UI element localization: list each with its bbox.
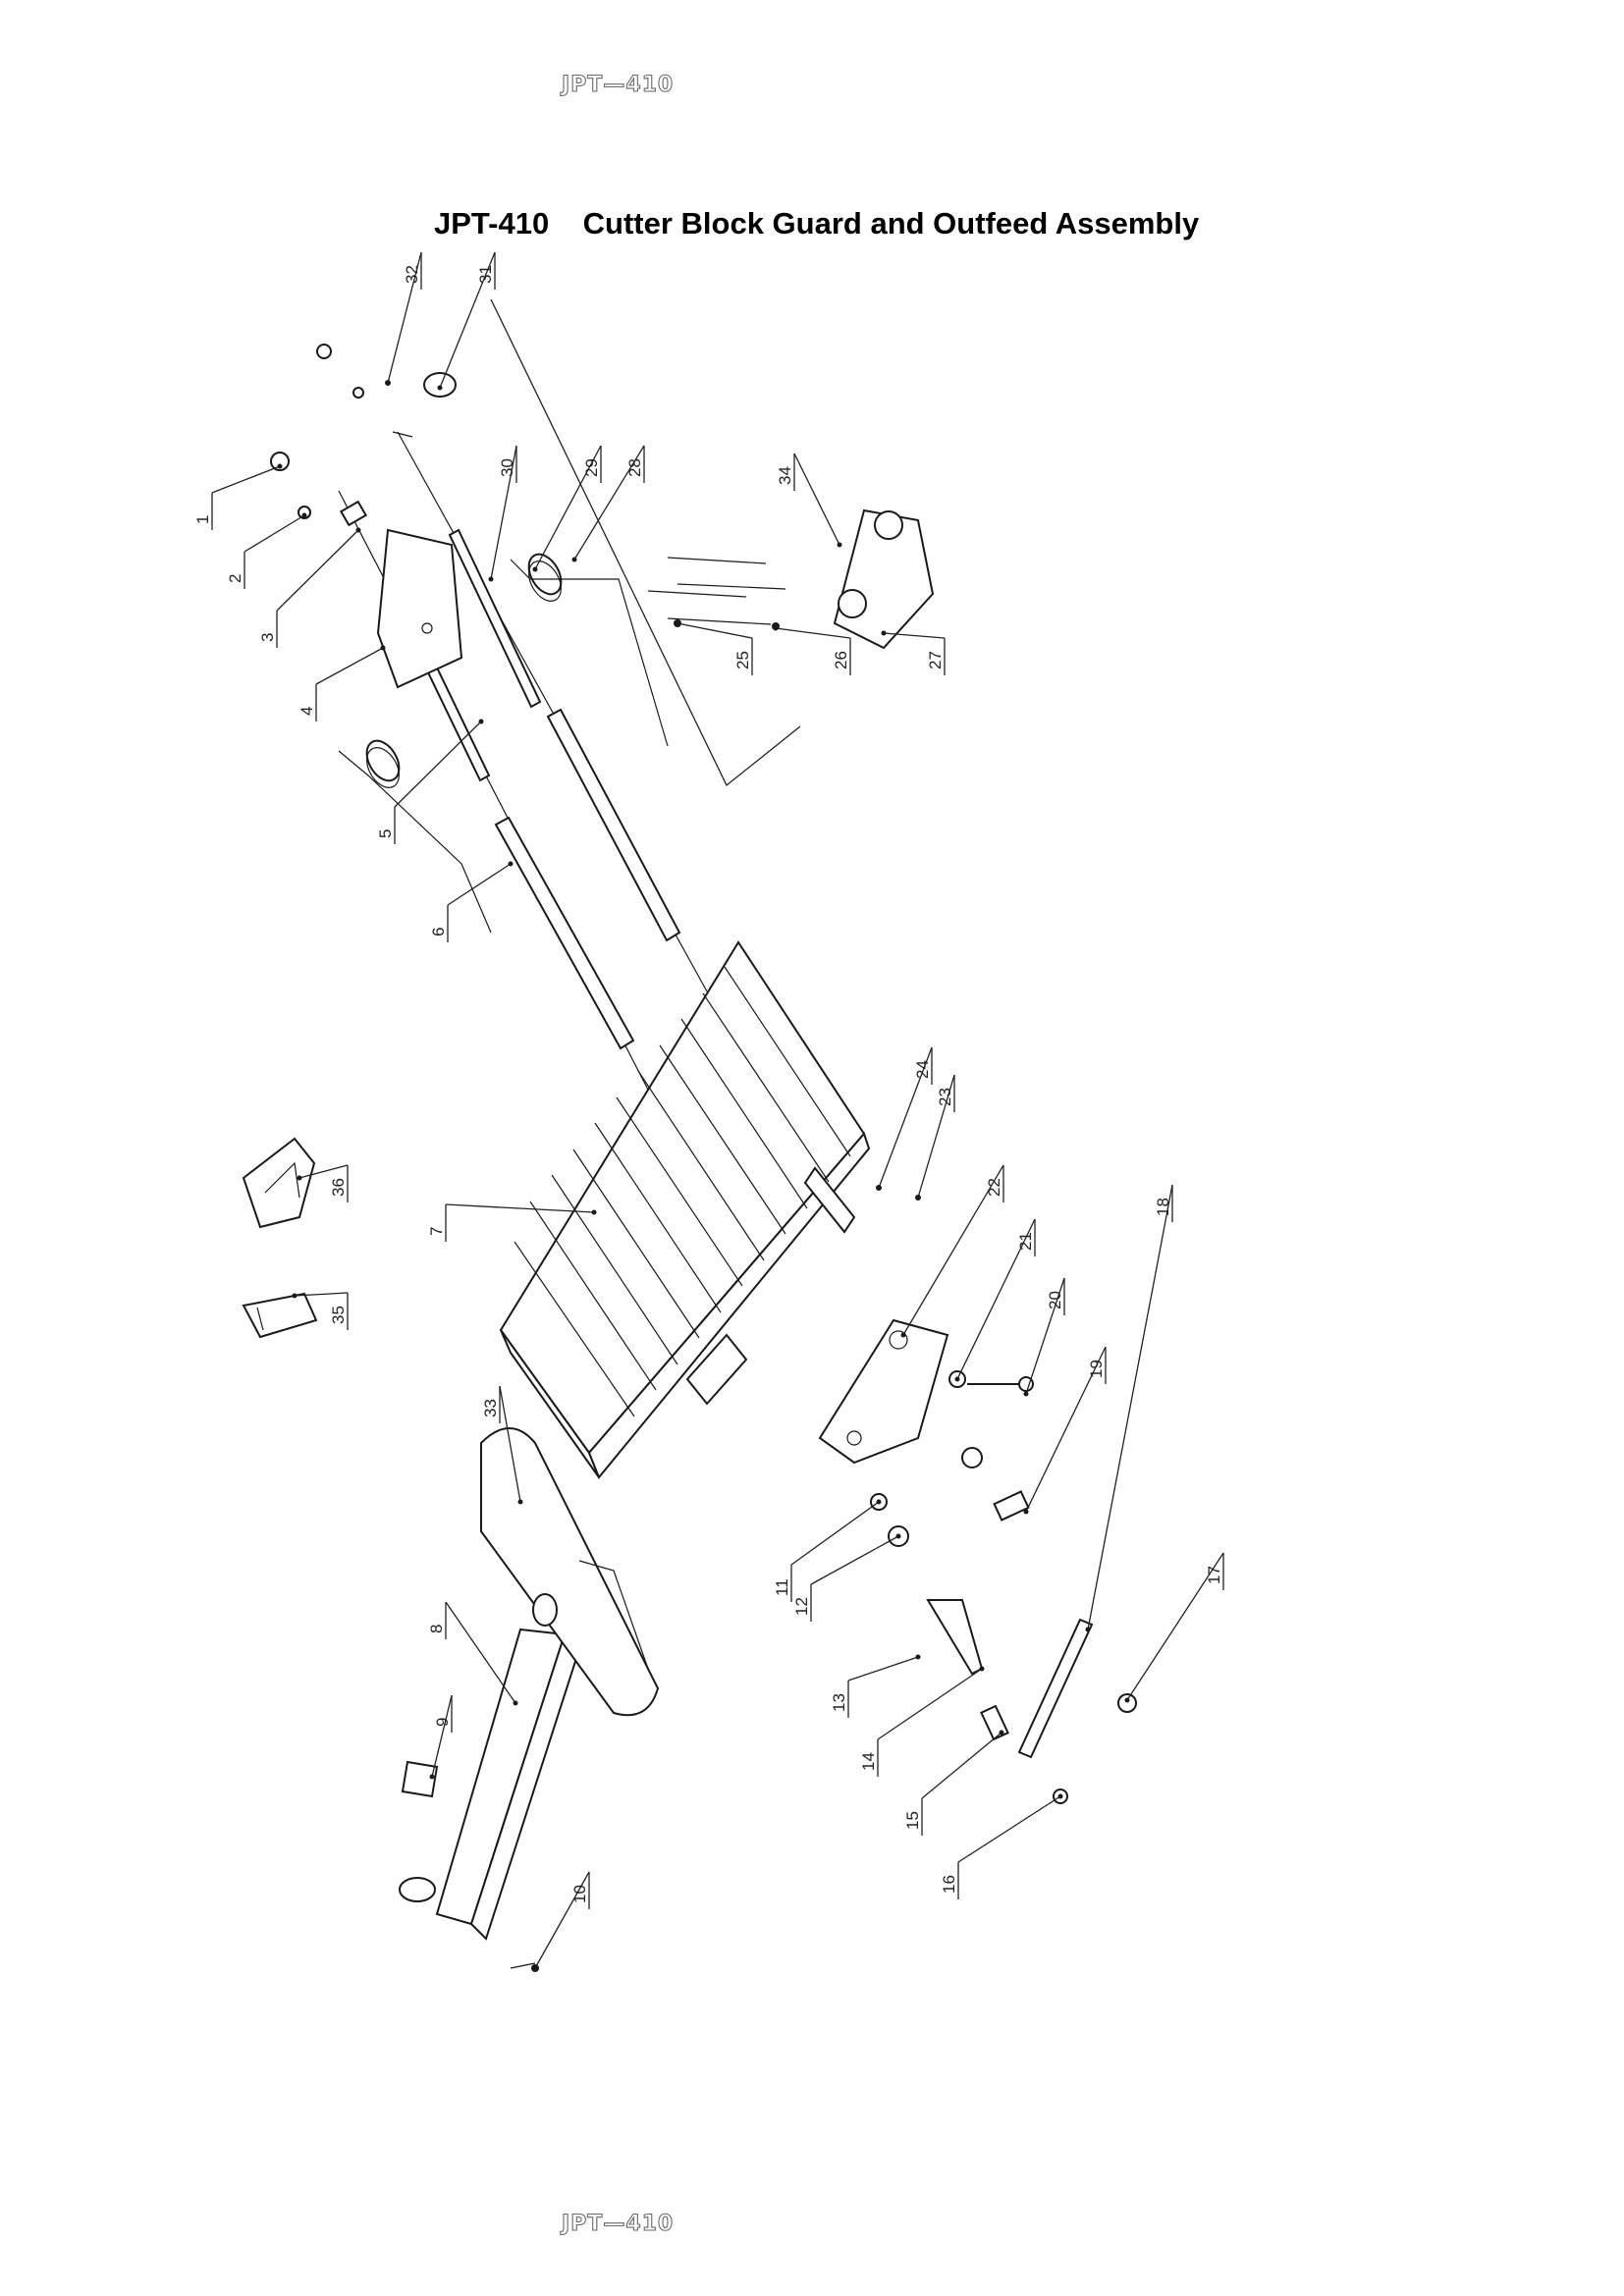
callout-label: 25: [733, 651, 752, 669]
callout-27: 27: [881, 630, 946, 675]
callout-26: 26: [773, 625, 851, 675]
callout-label: 18: [1154, 1198, 1172, 1216]
callout-1: 1: [193, 463, 283, 530]
callout-label: 4: [298, 707, 316, 716]
callout-9: 9: [429, 1694, 453, 1780]
callout-label: 2: [226, 574, 244, 583]
callout-35: 35: [292, 1292, 349, 1330]
callout-19: 19: [1023, 1346, 1107, 1515]
callout-34: 34: [776, 453, 842, 548]
callout-32: 32: [385, 251, 422, 386]
callout-label: 10: [570, 1885, 589, 1903]
callout-36: 36: [297, 1164, 349, 1202]
callout-24: 24: [876, 1046, 933, 1191]
callout-label: 3: [258, 633, 277, 642]
callout-label: 36: [329, 1178, 348, 1197]
callout-label: 31: [476, 265, 495, 284]
linkage-hardware: [870, 1185, 1137, 1804]
callout-label: 29: [582, 458, 601, 477]
callout-15: 15: [903, 1730, 1004, 1836]
callout-label: 16: [940, 1875, 958, 1894]
callout-label: 23: [936, 1088, 954, 1106]
callout-20: 20: [1023, 1277, 1065, 1397]
callout-label: 28: [625, 458, 644, 477]
spring-left: [338, 739, 492, 934]
callout-label: 13: [830, 1693, 848, 1712]
callout-4: 4: [298, 645, 386, 721]
callout-label: 27: [926, 651, 945, 669]
callout-21: 21: [954, 1218, 1036, 1382]
callout-25: 25: [675, 620, 753, 675]
callout-label: 5: [376, 829, 395, 838]
page-title: JPT-410 Cutter Block Guard and Outfeed A…: [434, 206, 1200, 240]
callout-label: 20: [1046, 1291, 1064, 1309]
spare-block: [242, 1292, 318, 1339]
callout-label: 9: [433, 1718, 452, 1727]
table-bracket: [818, 1318, 949, 1465]
callout-label: 14: [859, 1752, 878, 1771]
callout-label: 11: [773, 1578, 791, 1596]
callout-6: 6: [429, 861, 514, 942]
callout-label: 19: [1087, 1360, 1106, 1378]
callout-label: 8: [427, 1625, 446, 1633]
callout-label: 7: [427, 1227, 446, 1236]
part-callouts: 1234567891011121314151617181920212223242…: [193, 251, 1224, 1971]
callout-23: 23: [915, 1074, 955, 1201]
callout-12: 12: [792, 1533, 901, 1622]
top-hardware: [270, 344, 457, 519]
callout-10: 10: [532, 1871, 590, 1971]
callout-label: 30: [498, 458, 516, 477]
callout-14: 14: [859, 1666, 985, 1777]
model-header-top: JPT—410: [561, 72, 675, 97]
guard-bracket: [339, 500, 463, 689]
callout-13: 13: [830, 1654, 921, 1718]
callout-label: 35: [329, 1306, 348, 1324]
outfeed-table: [499, 940, 871, 1479]
callout-22: 22: [900, 1164, 1004, 1338]
guard-arm: [399, 1628, 581, 1972]
callout-18: 18: [1085, 1184, 1173, 1632]
pivot-shaft: [397, 431, 708, 992]
callout-17: 17: [1124, 1552, 1224, 1703]
callout-label: 1: [193, 515, 212, 524]
callout-label: 24: [913, 1060, 932, 1079]
callout-label: 15: [903, 1811, 922, 1830]
callout-label: 12: [792, 1597, 811, 1616]
callout-31: 31: [437, 251, 496, 391]
callout-33: 33: [481, 1385, 523, 1505]
callout-2: 2: [226, 512, 307, 589]
callout-label: 33: [481, 1399, 500, 1417]
callout-label: 21: [1016, 1232, 1035, 1251]
callout-30: 30: [488, 445, 517, 582]
callout-5: 5: [376, 719, 484, 844]
callout-28: 28: [571, 445, 645, 562]
callout-label: 17: [1205, 1566, 1223, 1584]
cutter-guard: [480, 1427, 660, 1717]
callout-label: 26: [832, 651, 850, 669]
push-block: [242, 1137, 316, 1229]
callout-label: 6: [429, 928, 448, 936]
callout-label: 34: [776, 466, 794, 485]
callout-8: 8: [427, 1601, 518, 1706]
model-header-bottom: JPT—410: [561, 2211, 675, 2236]
callout-29: 29: [532, 445, 602, 572]
callout-7: 7: [427, 1203, 597, 1242]
callout-11: 11: [773, 1499, 882, 1602]
callout-3: 3: [258, 527, 361, 648]
callout-16: 16: [940, 1793, 1063, 1899]
callout-label: 22: [985, 1178, 1003, 1197]
mounting-block: [647, 508, 935, 650]
spring-right: [510, 553, 669, 747]
callout-label: 32: [403, 265, 421, 284]
